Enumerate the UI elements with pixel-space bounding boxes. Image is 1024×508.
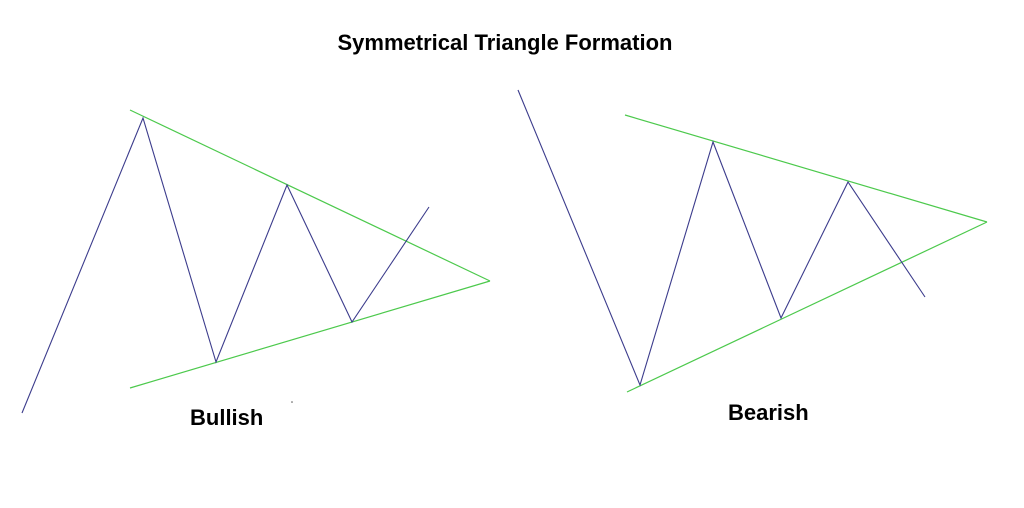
bullish-pattern: [21, 109, 491, 414]
bullish-lower-trendline: [129, 280, 491, 389]
bearish-upper-trendline: [624, 114, 988, 223]
bearish-label: Bearish: [728, 400, 809, 425]
bearish-pattern: [517, 89, 988, 393]
bullish-upper-trendline: [129, 109, 491, 282]
bullish-label: Bullish: [190, 405, 264, 430]
stray-dot: [291, 401, 293, 403]
bearish-lower-trendline: [626, 221, 988, 393]
bullish-price-path: [21, 116, 430, 414]
bearish-price-path: [517, 89, 926, 387]
diagram-title: Symmetrical Triangle Formation: [337, 30, 673, 55]
